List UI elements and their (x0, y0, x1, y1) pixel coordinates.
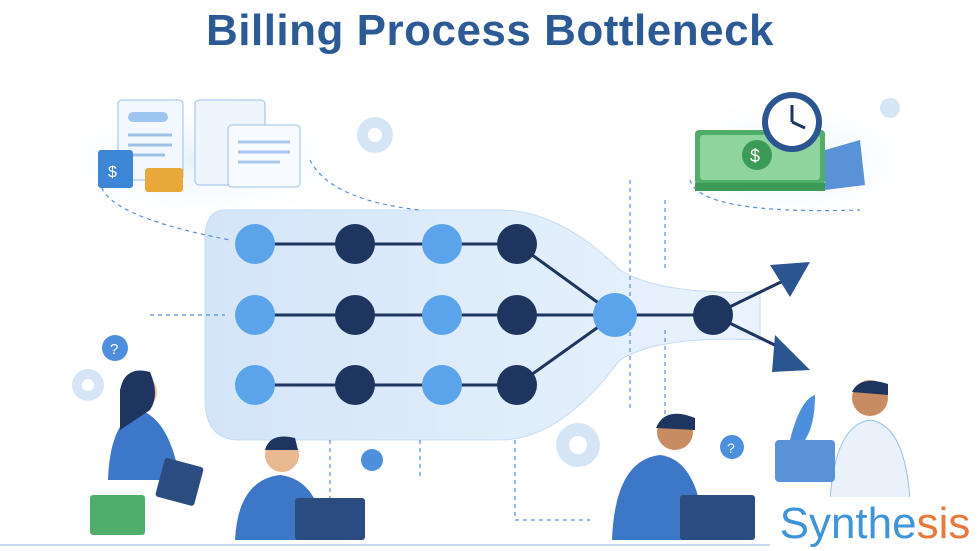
person-woman-thinking (90, 370, 204, 535)
question-bubble-icon: ? ? (102, 335, 744, 471)
documents-icon: $ (98, 99, 301, 192)
svg-text:$: $ (108, 164, 117, 181)
svg-text:$: $ (750, 146, 760, 166)
arrow-down-right (772, 335, 810, 372)
person-man-laptop-left (235, 436, 365, 540)
flow-nodes (235, 224, 733, 405)
svg-text:?: ? (110, 341, 118, 358)
person-man-laptop-right (612, 413, 755, 540)
logo-text-accent: sis (916, 499, 971, 548)
svg-text:?: ? (727, 440, 735, 456)
page-title: Billing Process Bottleneck (205, 6, 775, 55)
arrow-up-right (770, 262, 810, 297)
person-man-tablet (775, 380, 911, 501)
clock-icon (762, 92, 822, 152)
logo-text-main: Synthe (779, 499, 917, 548)
